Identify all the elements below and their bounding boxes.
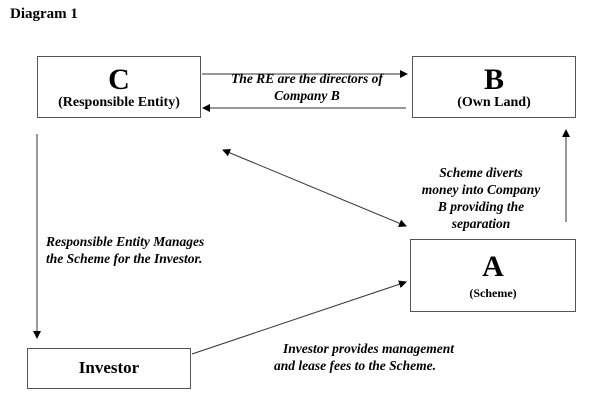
note-line: the Scheme for the Investor. [46, 251, 203, 266]
node-b-letter: B [483, 63, 504, 96]
note-line: separation [451, 216, 511, 231]
node-investor: Investor [27, 348, 191, 389]
note-line: The RE are the directors of [231, 71, 383, 86]
diagram-title: Diagram 1 [10, 6, 78, 22]
node-a-letter: A [482, 250, 504, 283]
arrow-investor-to-a [191, 280, 407, 355]
note-line: Investor provides management [283, 341, 454, 356]
note-line: and lease fees to the Scheme. [274, 358, 436, 373]
arrow-c-a-bidirectional [222, 148, 407, 228]
node-c-letter: C [108, 63, 130, 96]
note-line: Responsible Entity Manages [46, 234, 205, 249]
node-c-label: (Responsible Entity) [58, 95, 180, 110]
note-re-directors: The RE are the directors of Company B [212, 70, 402, 104]
note-investor-fees: Investor provides management and lease f… [274, 340, 454, 374]
node-a-scheme: A (Scheme) [410, 239, 576, 312]
note-line: Company B [274, 88, 340, 103]
note-line: B providing the [437, 199, 525, 214]
note-scheme-diverts: Scheme diverts money into Company B prov… [406, 164, 556, 232]
node-investor-label: Investor [78, 358, 140, 377]
node-b-label: (Own Land) [457, 95, 531, 110]
note-re-manages: Responsible Entity Manages the Scheme fo… [46, 233, 204, 267]
note-line: money into Company [421, 182, 541, 197]
node-a-label: (Scheme) [469, 286, 517, 300]
node-c-responsible-entity: C (Responsible Entity) [37, 56, 201, 118]
note-line: Scheme diverts [439, 165, 523, 180]
node-b-own-land: B (Own Land) [412, 56, 576, 118]
